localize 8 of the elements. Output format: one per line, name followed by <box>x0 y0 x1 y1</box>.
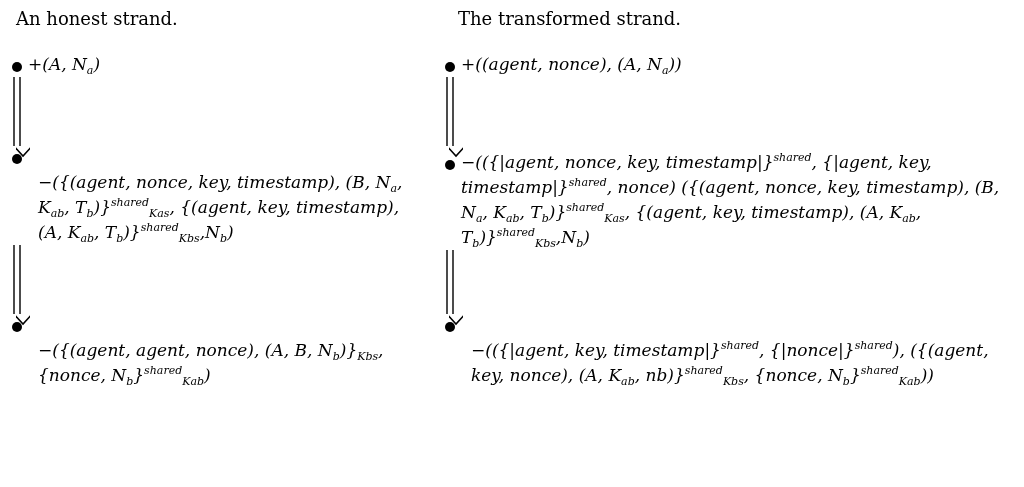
message-term: +(A, N$_{a}$) <box>28 53 102 77</box>
message-term: −({(agent, nonce, key, timestamp), (B, N$_{a}$, K$_{ab}$, T$_{b}$)}$^{shared}$$_{Kas}$, {(agent, key, timestamp), (A, K$_{ab}$, T$_{b}$)}$^{shared}$$_{Kbs}$,N$_{b}$) <box>38 171 404 245</box>
strand-heading: An honest strand. <box>16 8 178 29</box>
strand-heading: The transformed strand. <box>458 8 682 29</box>
message-term: −(({|agent, key, timestamp|}$^{shared}$, {|nonce|}$^{shared}$), ({(agent, key, nonce), (A, K$_{ab}$, nb)}$^{shared}$$_{Kbs}$, {nonce, N$_{b}$}$^{shared}$$_{Kab}$)) <box>471 338 990 388</box>
message-term: −({(agent, agent, nonce), (A, B, N$_{b}$)}$_{Kbs}$, {nonce, N$_{b}$}$^{shared}$$_{Kab}$) <box>38 339 385 388</box>
message-term: −(({|agent, nonce, key, timestamp|}$^{shared}$, {|agent, key, timestamp|}$^{shared}$, nonce) ({(agent, nonce, key, timestamp), (B, N$_{a}$, K$_{ab}$, T$_{b}$)}$^{shared}$$_{Kas}$, {(agent, key, timestamp), (A, K$_{ab}$, T$_{b}$)}$^{shared}$$_{Kbs}$,N$_{b}$) <box>461 150 1001 250</box>
message-term: +((agent, nonce), (A, N$_{a}$)) <box>461 53 683 77</box>
